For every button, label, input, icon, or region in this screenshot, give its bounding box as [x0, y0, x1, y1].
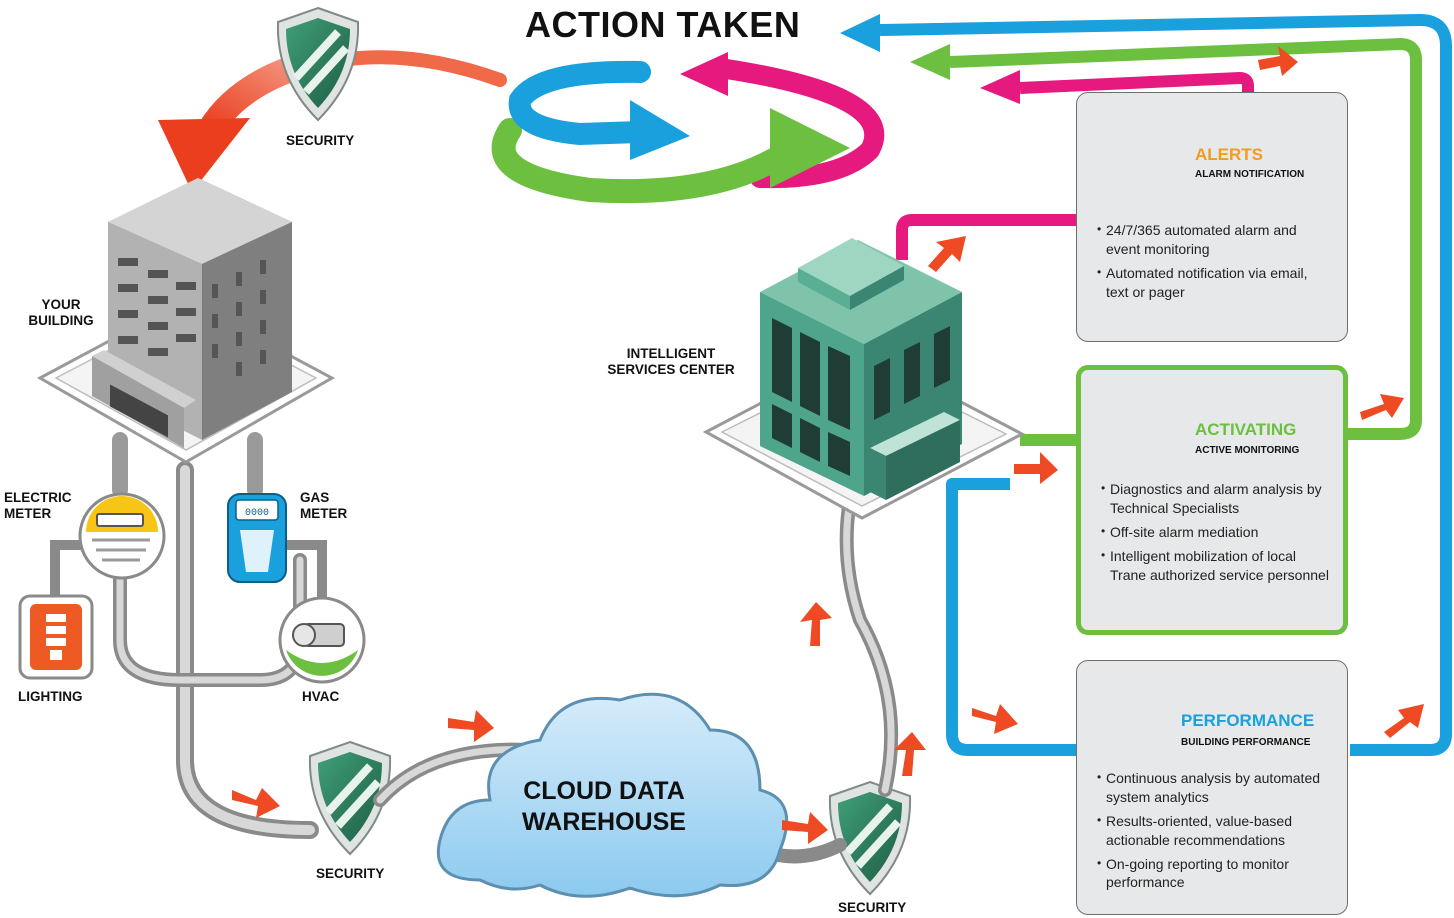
gas-meter-label: GAS METER: [300, 490, 348, 522]
hvac-label: HVAC: [302, 689, 340, 704]
lighting-label: LIGHTING: [18, 689, 83, 704]
magenta-arrowhead: [980, 70, 1020, 104]
page-title: ACTION TAKEN: [525, 4, 801, 45]
intelligent-services-center-label: INTELLIGENT SERVICES CENTER: [607, 346, 735, 378]
list-item: Automated notification via email, text o…: [1097, 264, 1329, 302]
security-shield-bottom-left: [308, 740, 392, 856]
cloud-data-warehouse-label: CLOUD DATA WAREHOUSE: [522, 777, 686, 837]
intelligent-services-center-illustration: [702, 238, 1026, 520]
list-item: Off-site alarm mediation: [1101, 523, 1333, 542]
alerts-subtitle: ALARM NOTIFICATION: [1195, 169, 1305, 180]
list-item: Intelligent mobilization of local Trane …: [1101, 547, 1333, 585]
lighting-bulb-icon: [18, 594, 94, 680]
performance-card: PERFORMANCE BUILDING PERFORMANCE Continu…: [1076, 660, 1348, 915]
alerts-card: ALERTS ALARM NOTIFICATION 24/7/365 autom…: [1076, 92, 1348, 342]
action-cycle-swirl: [491, 52, 885, 204]
gas-meter-display: 0000: [245, 508, 269, 519]
green-arrowhead: [910, 44, 950, 80]
activating-title: ACTIVATING: [1195, 420, 1297, 439]
alerts-bullet-list: 24/7/365 automated alarm and event monit…: [1097, 221, 1329, 307]
list-item: On-going reporting to monitor performanc…: [1097, 855, 1329, 893]
security-shield-top: [276, 6, 360, 122]
flow-arrows: [232, 46, 1424, 844]
performance-subtitle: BUILDING PERFORMANCE: [1181, 737, 1311, 748]
list-item: Results-oriented, value-based actionable…: [1097, 812, 1329, 850]
activating-bullet-list: Diagnostics and alarm analysis by Techni…: [1101, 480, 1333, 589]
list-item: Continuous analysis by automated system …: [1097, 769, 1329, 807]
security-shield-bottom-right: [828, 780, 912, 896]
security-label-bottom-left: SECURITY: [316, 866, 385, 881]
blue-arrowhead: [840, 14, 880, 52]
cloud-data-warehouse-illustration: [437, 692, 789, 898]
list-item: Diagnostics and alarm analysis by Techni…: [1101, 480, 1333, 518]
alerts-title: ALERTS: [1195, 145, 1263, 164]
magenta-loop-line: [896, 72, 1254, 260]
performance-bullet-list: Continuous analysis by automated system …: [1097, 769, 1329, 897]
electric-meter-label: ELECTRIC METER: [4, 490, 72, 522]
hvac-fan-icon: [278, 596, 366, 684]
security-label-bottom-right: SECURITY: [838, 900, 907, 915]
security-label-top: SECURITY: [286, 133, 355, 148]
activating-subtitle: ACTIVE MONITORING: [1195, 445, 1300, 456]
activating-card: ACTIVATING ACTIVE MONITORING Diagnostics…: [1076, 365, 1348, 635]
green-loop-line: [949, 38, 1422, 446]
blue-loop-line: [879, 14, 1452, 756]
your-building-illustration: [36, 178, 336, 464]
your-building-label: YOUR BUILDING: [28, 297, 94, 329]
gas-meter-icon: [227, 493, 287, 583]
performance-title: PERFORMANCE: [1181, 711, 1315, 730]
electric-meter-icon: [78, 492, 166, 580]
list-item: 24/7/365 automated alarm and event monit…: [1097, 221, 1329, 259]
